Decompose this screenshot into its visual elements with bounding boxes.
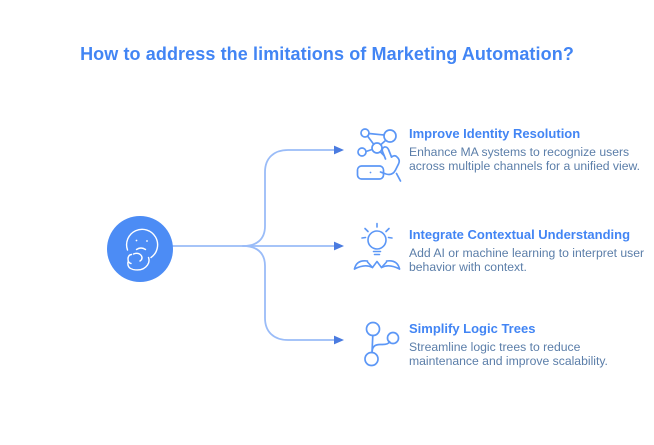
item-identity-resolution: Improve Identity Resolution Enhance MA s… [409, 126, 647, 173]
branch-arrow-top [334, 145, 344, 155]
item-heading: Improve Identity Resolution [409, 126, 581, 141]
item-simplify-logic-trees: Simplify Logic Trees Streamline logic tr… [409, 321, 647, 368]
logic-tree-branch-icon [354, 318, 404, 373]
branch-top [242, 149, 335, 247]
branch-arrow-middle [334, 241, 344, 251]
item-description: Add AI or machine learning to interpret … [409, 245, 645, 274]
item-contextual-understanding: Integrate Contextual Understanding Add A… [409, 227, 647, 274]
page-title: How to address the limitations of Market… [80, 44, 574, 64]
branch-bottom [242, 245, 335, 341]
item-description: Streamline logic trees to reduce mainten… [409, 339, 608, 368]
identity-network-icon [352, 124, 408, 191]
item-heading: Simplify Logic Trees [409, 321, 536, 336]
branch-arrow-bottom [334, 335, 344, 345]
item-heading: Integrate Contextual Understanding [409, 227, 631, 242]
item-description: Enhance MA systems to recognize users ac… [409, 144, 641, 173]
lightbulb-hands-icon [352, 222, 404, 279]
thinking-face-icon [107, 216, 173, 282]
